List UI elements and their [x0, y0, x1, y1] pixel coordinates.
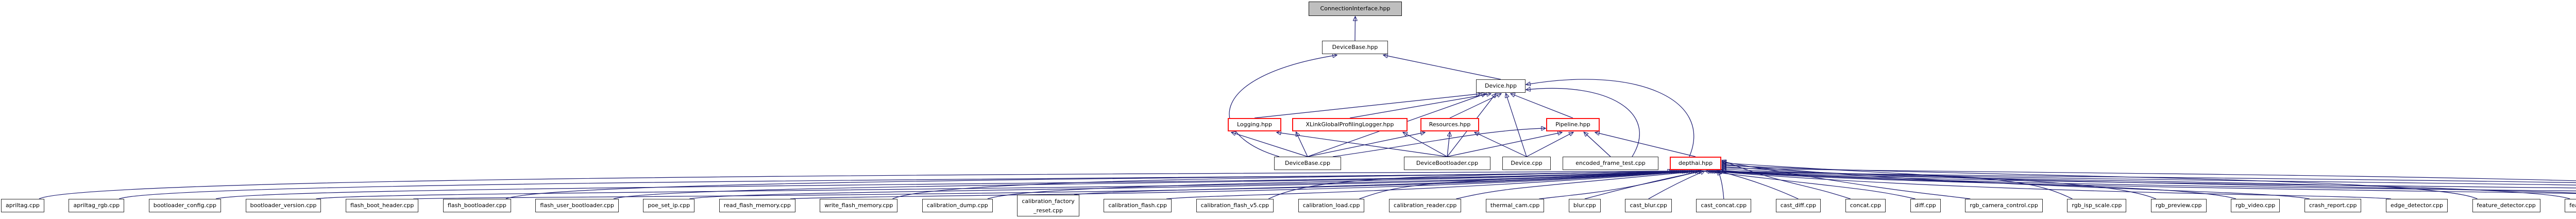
- graph-node-pipeline-hpp[interactable]: Pipeline.hpp: [1546, 118, 1600, 131]
- include-edge: [1706, 171, 1916, 199]
- graph-node-crash-report-cpp[interactable]: crash_report.cpp: [2304, 199, 2362, 212]
- graph-node-calibration-flash-cpp[interactable]: calibration_flash.cpp: [1104, 199, 1172, 212]
- graph-node-depthai-hpp[interactable]: depthai.hpp: [1670, 157, 1721, 170]
- include-edge: [1596, 132, 1696, 157]
- include-edge: [1584, 132, 1611, 157]
- include-edge: [1711, 171, 2392, 199]
- include-edge: [1526, 132, 1573, 157]
- include-edge: [1722, 169, 2576, 186]
- include-edge: [1722, 168, 2576, 181]
- graph-node-devicebase-cpp[interactable]: DeviceBase.cpp: [1274, 157, 1341, 170]
- graph-node-write-flash-memory-cpp[interactable]: write_flash_memory.cpp: [820, 199, 898, 212]
- include-edge: [316, 171, 1676, 199]
- include-edge: [39, 171, 1671, 199]
- graph-node-logging-hpp[interactable]: Logging.hpp: [1228, 118, 1281, 131]
- graph-node-apriltag-cpp[interactable]: apriltag.cpp: [1, 199, 44, 212]
- graph-node-calibration-flash-v5-cpp[interactable]: calibration_flash_v5.cpp: [1196, 199, 1274, 212]
- include-edge: [1229, 55, 1336, 157]
- include-edge: [1717, 171, 2576, 183]
- graph-node-flash-user-bootloader-cpp[interactable]: flash_user_bootloader.cpp: [535, 199, 619, 212]
- include-edge: [1722, 171, 2576, 192]
- graph-node-calibration-reader-cpp[interactable]: calibration_reader.cpp: [1389, 199, 1462, 212]
- graph-node-rgb-isp-scale-cpp[interactable]: rgb_isp_scale.cpp: [2067, 199, 2127, 212]
- graph-node-xlinkglobalprofilinglogger-hpp[interactable]: XLinkGlobalProfilingLogger.hpp: [1292, 118, 1408, 131]
- include-edge: [1718, 171, 1724, 199]
- graph-node-calibration-dump-cpp[interactable]: calibration_dump.cpp: [922, 199, 993, 212]
- include-edge: [1332, 128, 1545, 157]
- include-edge: [505, 171, 1681, 199]
- include-edge: [1648, 171, 1704, 199]
- graph-node-thermal-cam-cpp[interactable]: thermal_cam.cpp: [1485, 199, 1545, 212]
- include-edge: [1527, 88, 1640, 157]
- graph-node-bootloader-version-cpp[interactable]: bootloader_version.cpp: [245, 199, 321, 212]
- bottom-row: apriltag.cpp apriltag_rgb.cpp bootloader_c…: [1, 195, 2576, 216]
- include-edge: [1403, 132, 1448, 157]
- include-edge: [1584, 171, 1703, 199]
- include-edge: [1447, 132, 1562, 157]
- graph-node-rgb-camera-control-cpp[interactable]: rgb_camera_control.cpp: [1965, 199, 2043, 212]
- include-edge: [1539, 171, 1701, 199]
- include-edge: [1277, 132, 1448, 157]
- include-edge: [987, 171, 1690, 199]
- graph-node-cast-diff-cpp[interactable]: cast_diff.cpp: [1775, 199, 1821, 212]
- graph-node-concat-cpp[interactable]: concat.cpp: [1845, 199, 1886, 212]
- graph-node-apriltag-rgb-cpp[interactable]: apriltag_rgb.cpp: [69, 199, 125, 212]
- graph-node-bootloader-config-cpp[interactable]: bootloader_config.cpp: [148, 199, 221, 212]
- include-edge: [1447, 132, 1450, 157]
- graph-node-flash-boot-header-cpp[interactable]: flash_boot_header.cpp: [345, 199, 419, 212]
- graph-node-poe-set-ip-cpp[interactable]: poe_set_ip.cpp: [643, 199, 695, 212]
- graph-node-edge-detector-cpp[interactable]: edge_detector.cpp: [2386, 199, 2448, 212]
- include-edge: [1349, 94, 1490, 119]
- graph-node-cast-blur-cpp[interactable]: cast_blur.cpp: [1625, 199, 1672, 212]
- include-edge: [1449, 94, 1501, 119]
- include-edge: [215, 171, 1675, 199]
- include-edge: [1359, 171, 1697, 199]
- graph-node-flash-bootloader-cpp[interactable]: flash_bootloader.cpp: [443, 199, 511, 212]
- graph-node-encoded-frame-test-cpp[interactable]: encoded_frame_test.cpp: [1563, 157, 1658, 170]
- include-edge: [1511, 94, 1573, 119]
- include-edge: [1232, 132, 1308, 157]
- include-edge: [413, 171, 1679, 199]
- include-edge: [1715, 171, 2576, 194]
- graph-node-devicebootloader-cpp[interactable]: DeviceBootloader.cpp: [1404, 157, 1490, 170]
- graph-node-feature-tracker-cpp[interactable]: feature_tracker.cpp: [2565, 199, 2576, 212]
- graph-node-rgb-preview-cpp[interactable]: rgb_preview.cpp: [2150, 199, 2207, 212]
- include-edge: [1254, 94, 1480, 119]
- graph-node-calibration-load-cpp[interactable]: calibration_load.cpp: [1298, 199, 1365, 212]
- include-edge: [1456, 171, 1699, 199]
- include-edge: [1506, 94, 1527, 157]
- include-edge: [790, 171, 1686, 199]
- include-edge: [1718, 171, 2576, 189]
- graph-node-device-hpp[interactable]: Device.hpp: [1476, 79, 1526, 93]
- include-edge: [1296, 132, 1308, 157]
- include-edge: [1475, 132, 1527, 157]
- graph-node-cast-concat-cpp[interactable]: cast_concat.cpp: [1696, 199, 1752, 212]
- include-edge: [1074, 171, 1691, 195]
- include-edge: [1166, 171, 1693, 199]
- graph-node-feature-detector-cpp[interactable]: feature_detector.cpp: [2472, 199, 2540, 212]
- include-edge: [1268, 171, 1695, 199]
- graph-node-blur-cpp[interactable]: blur.cpp: [1568, 199, 1601, 212]
- graph-node-rgb-video-cpp[interactable]: rgb_video.cpp: [2231, 199, 2280, 212]
- include-edge: [1384, 55, 1501, 80]
- graph-node-devicebase-hpp[interactable]: DeviceBase.hpp: [1322, 41, 1388, 54]
- graph-node-device-cpp[interactable]: Device.cpp: [1502, 157, 1551, 170]
- include-edge: [1527, 79, 1694, 157]
- graph-node-diff-cpp[interactable]: diff.cpp: [1910, 199, 1941, 212]
- include-edge: [1307, 132, 1425, 157]
- graph-node-calibration-factory-reset-cpp[interactable]: calibration_factory _reset.cpp: [1017, 195, 1079, 216]
- include-edge: [613, 171, 1683, 199]
- graph-node-read-flash-memory-cpp[interactable]: read_flash_memory.cpp: [719, 199, 795, 212]
- graph-node-connectioninterface-hpp[interactable]: ConnectionInterface.hpp: [1309, 2, 1402, 16]
- graph-node-resources-hpp[interactable]: Resources.hpp: [1420, 118, 1479, 131]
